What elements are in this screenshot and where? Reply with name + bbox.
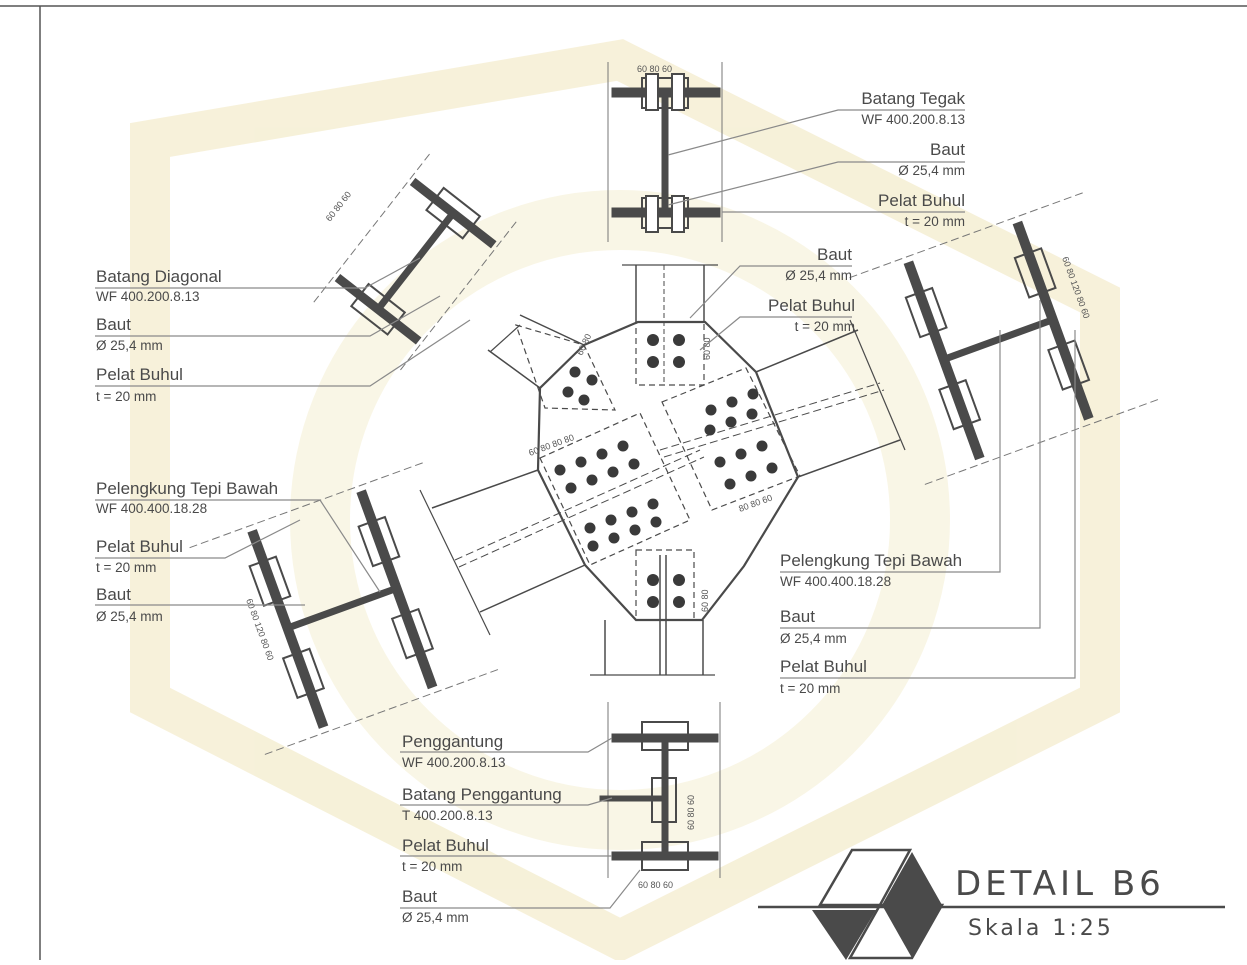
section-bottom	[599, 702, 721, 878]
gusset-plate	[536, 320, 800, 622]
dim-diag: 60 80 60	[324, 189, 353, 223]
dim-left: 60 80 120 80 60	[244, 597, 276, 662]
label-baut-center-sub: Ø 25,4 mm	[785, 268, 852, 283]
label-pelengkung-left-sub: WF 400.400.18.28	[96, 501, 207, 516]
label-pelat-diag: Pelat Buhul	[96, 365, 183, 384]
vertical-splice	[635, 321, 705, 386]
detail-logo	[812, 848, 945, 960]
detail-scale: Skala 1:25	[968, 916, 1114, 941]
label-pelat-left: Pelat Buhul	[96, 537, 183, 556]
labels: Batang Tegak WF 400.200.8.13 Baut Ø 25,4…	[96, 89, 965, 925]
label-batang-tegak-sub: WF 400.200.8.13	[861, 112, 965, 127]
label-batang-diagonal-sub: WF 400.200.8.13	[96, 289, 200, 304]
bolt	[647, 334, 659, 346]
label-batang-tegak: Batang Tegak	[861, 89, 965, 108]
label-baut-left: Baut	[96, 585, 131, 604]
center-bolts	[554, 334, 778, 608]
section-left-chord	[189, 461, 500, 755]
label-pelat-right: Pelat Buhul	[780, 657, 867, 676]
label-batang-diagonal: Batang Diagonal	[96, 267, 222, 286]
label-baut-right-sub: Ø 25,4 mm	[780, 631, 847, 646]
label-batang-penggantung: Batang Penggantung	[402, 785, 562, 804]
label-baut-center: Baut	[817, 245, 852, 264]
label-penggantung: Penggantung	[402, 732, 503, 751]
dim-center-chord-right: 80 80 60	[737, 492, 773, 513]
dim-center-bottom: 60 80	[700, 589, 710, 612]
label-pelat-right-sub: t = 20 mm	[780, 681, 840, 696]
label-baut-diag: Baut	[96, 315, 131, 334]
section-diagonal	[313, 153, 517, 371]
label-pelat-bottom-sub: t = 20 mm	[402, 859, 462, 874]
watermark	[130, 39, 1120, 963]
section-top	[607, 62, 723, 242]
label-baut-bottom-sub: Ø 25,4 mm	[402, 910, 469, 925]
leader-lines	[95, 109, 1076, 909]
label-penggantung-sub: WF 400.200.8.13	[402, 755, 506, 770]
label-baut-left-sub: Ø 25,4 mm	[96, 609, 163, 624]
dim-center-vertical: 60 80	[702, 337, 712, 360]
label-batang-penggantung-sub: T 400.200.8.13	[402, 808, 493, 823]
label-pelat-top-sub: t = 20 mm	[905, 214, 965, 229]
label-pelat-left-sub: t = 20 mm	[96, 560, 156, 575]
label-baut-top: Baut	[930, 140, 965, 159]
section-right-chord	[849, 191, 1160, 485]
label-pelengkung-left: Pelengkung Tepi Bawah	[96, 479, 278, 498]
label-pelat-center: Pelat Buhul	[768, 296, 855, 315]
label-pelengkung-right: Pelengkung Tepi Bawah	[780, 551, 962, 570]
center-connection	[419, 264, 906, 676]
label-pelat-diag-sub: t = 20 mm	[96, 389, 156, 404]
label-baut-right: Baut	[780, 607, 815, 626]
label-baut-bottom: Baut	[402, 887, 437, 906]
label-baut-top-sub: Ø 25,4 mm	[898, 163, 965, 178]
label-pelengkung-right-sub: WF 400.400.18.28	[780, 574, 891, 589]
detail-title: DETAIL B6	[955, 864, 1165, 904]
label-pelat-top: Pelat Buhul	[878, 191, 965, 210]
dim-hanger: 60 80 60	[686, 795, 696, 830]
title-block: DETAIL B6 Skala 1:25	[758, 848, 1225, 960]
label-pelat-center-sub: t = 20 mm	[795, 319, 855, 334]
dim-bottom: 60 80 60	[638, 880, 673, 890]
dim-center-diag: 60 80	[575, 332, 594, 357]
dim-top: 60 80 60	[637, 64, 672, 74]
label-baut-diag-sub: Ø 25,4 mm	[96, 338, 163, 353]
label-pelat-bottom: Pelat Buhul	[402, 836, 489, 855]
